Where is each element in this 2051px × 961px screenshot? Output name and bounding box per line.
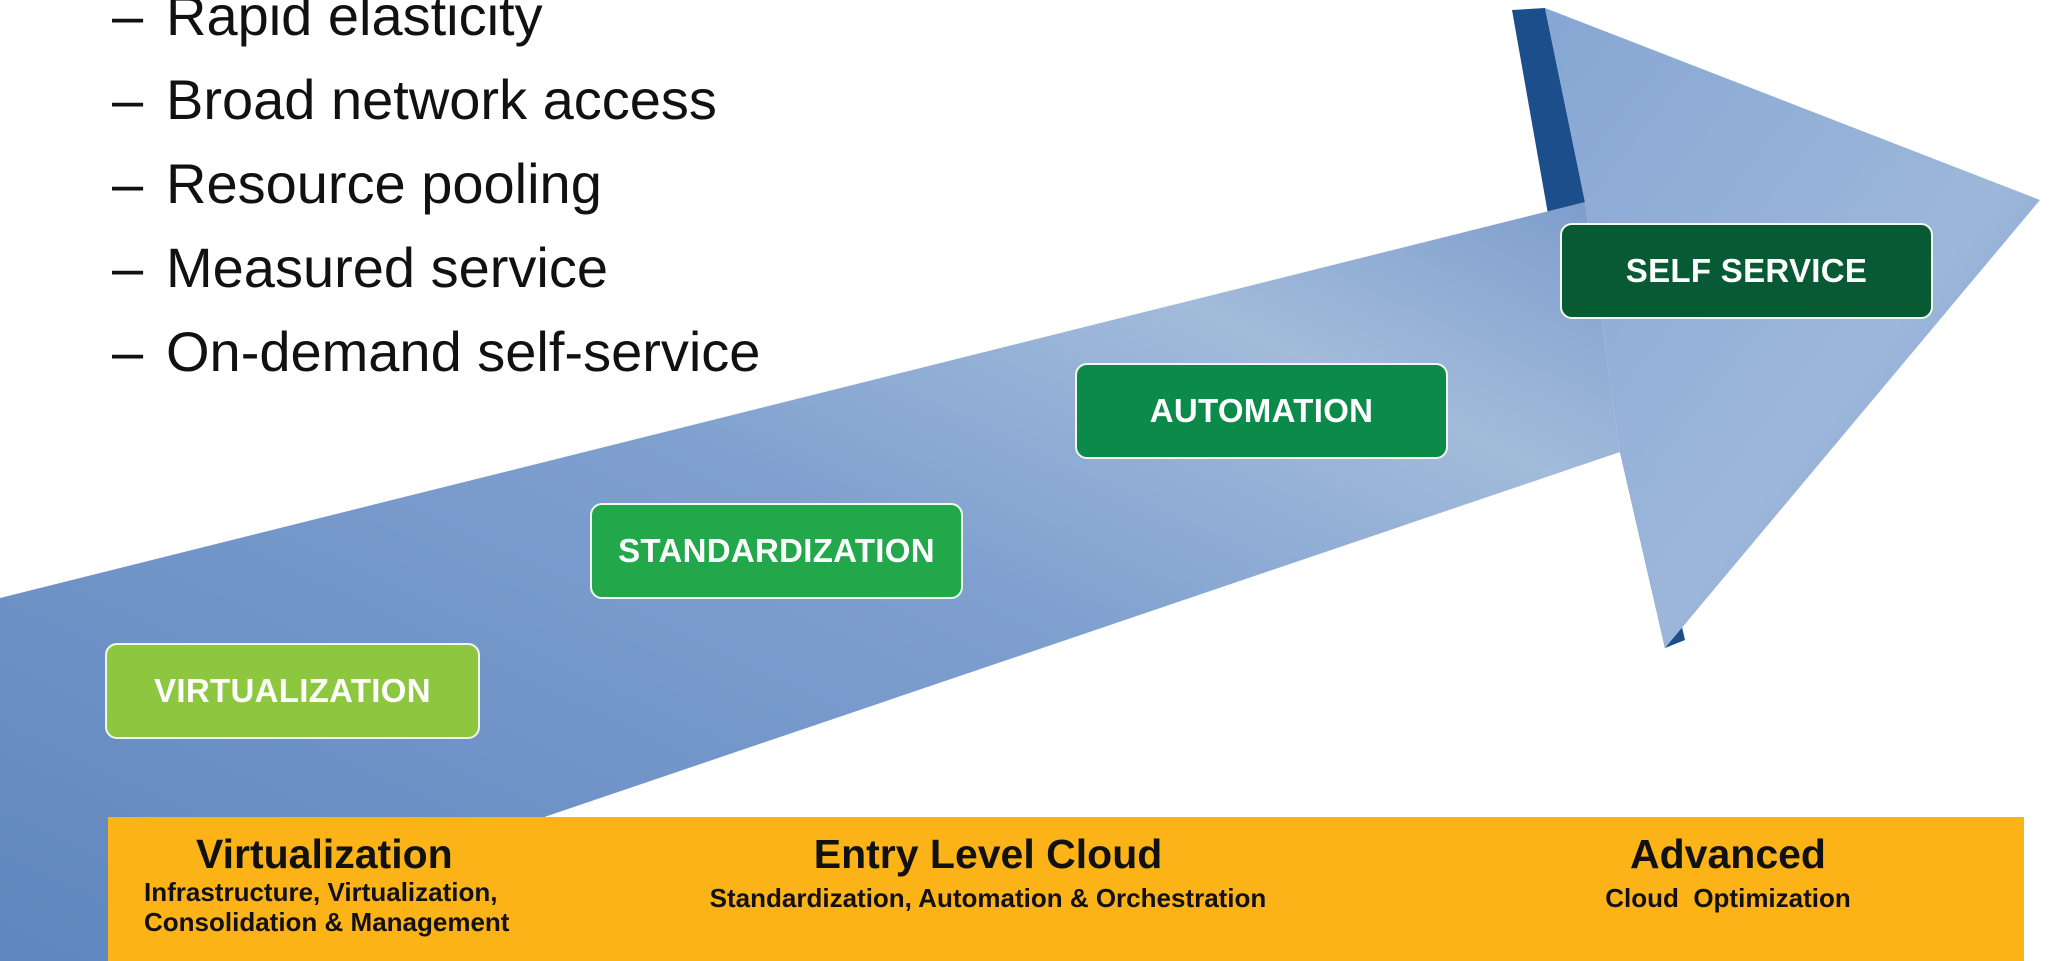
band-entry-title: Entry Level Cloud xyxy=(813,831,1163,877)
stage-automation-box: AUTOMATION xyxy=(1075,363,1448,459)
bullet-item: –Measured service xyxy=(112,226,760,310)
stage-self-service-box: SELF SERVICE xyxy=(1560,223,1933,319)
band-virtualization-line1: Infrastructure, Virtualization, xyxy=(144,877,498,907)
bullet-item: –On-demand self-service xyxy=(112,310,760,394)
band-advanced-subtitle: Cloud Optimization xyxy=(1605,883,1851,913)
bullet-dash: – xyxy=(112,0,144,47)
bullet-item: –Resource pooling xyxy=(112,142,760,226)
arrow-head xyxy=(1545,8,2040,648)
cloud-characteristics-list: –Rapid elasticity –Broad network access … xyxy=(112,0,760,394)
bullet-text: Measured service xyxy=(166,236,608,299)
band-entry-subtitle: Standardization, Automation & Orchestrat… xyxy=(709,883,1267,913)
band-advanced-title: Advanced xyxy=(1630,831,1826,877)
stage-standardization-box: STANDARDIZATION xyxy=(590,503,963,599)
band-virtualization: Virtualization Infrastructure, Virtualiz… xyxy=(108,831,578,937)
bullet-text: On-demand self-service xyxy=(166,320,761,383)
maturity-band: Virtualization Infrastructure, Virtualiz… xyxy=(108,817,2024,961)
stage-virtualization-box: VIRTUALIZATION xyxy=(105,643,480,739)
bullet-item: –Broad network access xyxy=(112,58,760,142)
band-virtualization-line2: Consolidation & Management xyxy=(144,907,510,937)
band-virtualization-title: Virtualization xyxy=(196,831,453,877)
bullet-dash: – xyxy=(112,68,144,131)
bullet-dash: – xyxy=(112,320,144,383)
bullet-text: Broad network access xyxy=(166,68,717,131)
bullet-text: Resource pooling xyxy=(166,152,602,215)
band-entry-level-cloud: Entry Level Cloud Standardization, Autom… xyxy=(668,831,1308,913)
bullet-text: Rapid elasticity xyxy=(166,0,543,47)
arrowhead-shadow xyxy=(1512,8,1585,214)
band-advanced: Advanced Cloud Optimization xyxy=(1528,831,1928,913)
bullet-item: –Rapid elasticity xyxy=(112,0,760,58)
bullet-dash: – xyxy=(112,152,144,215)
bullet-dash: – xyxy=(112,236,144,299)
